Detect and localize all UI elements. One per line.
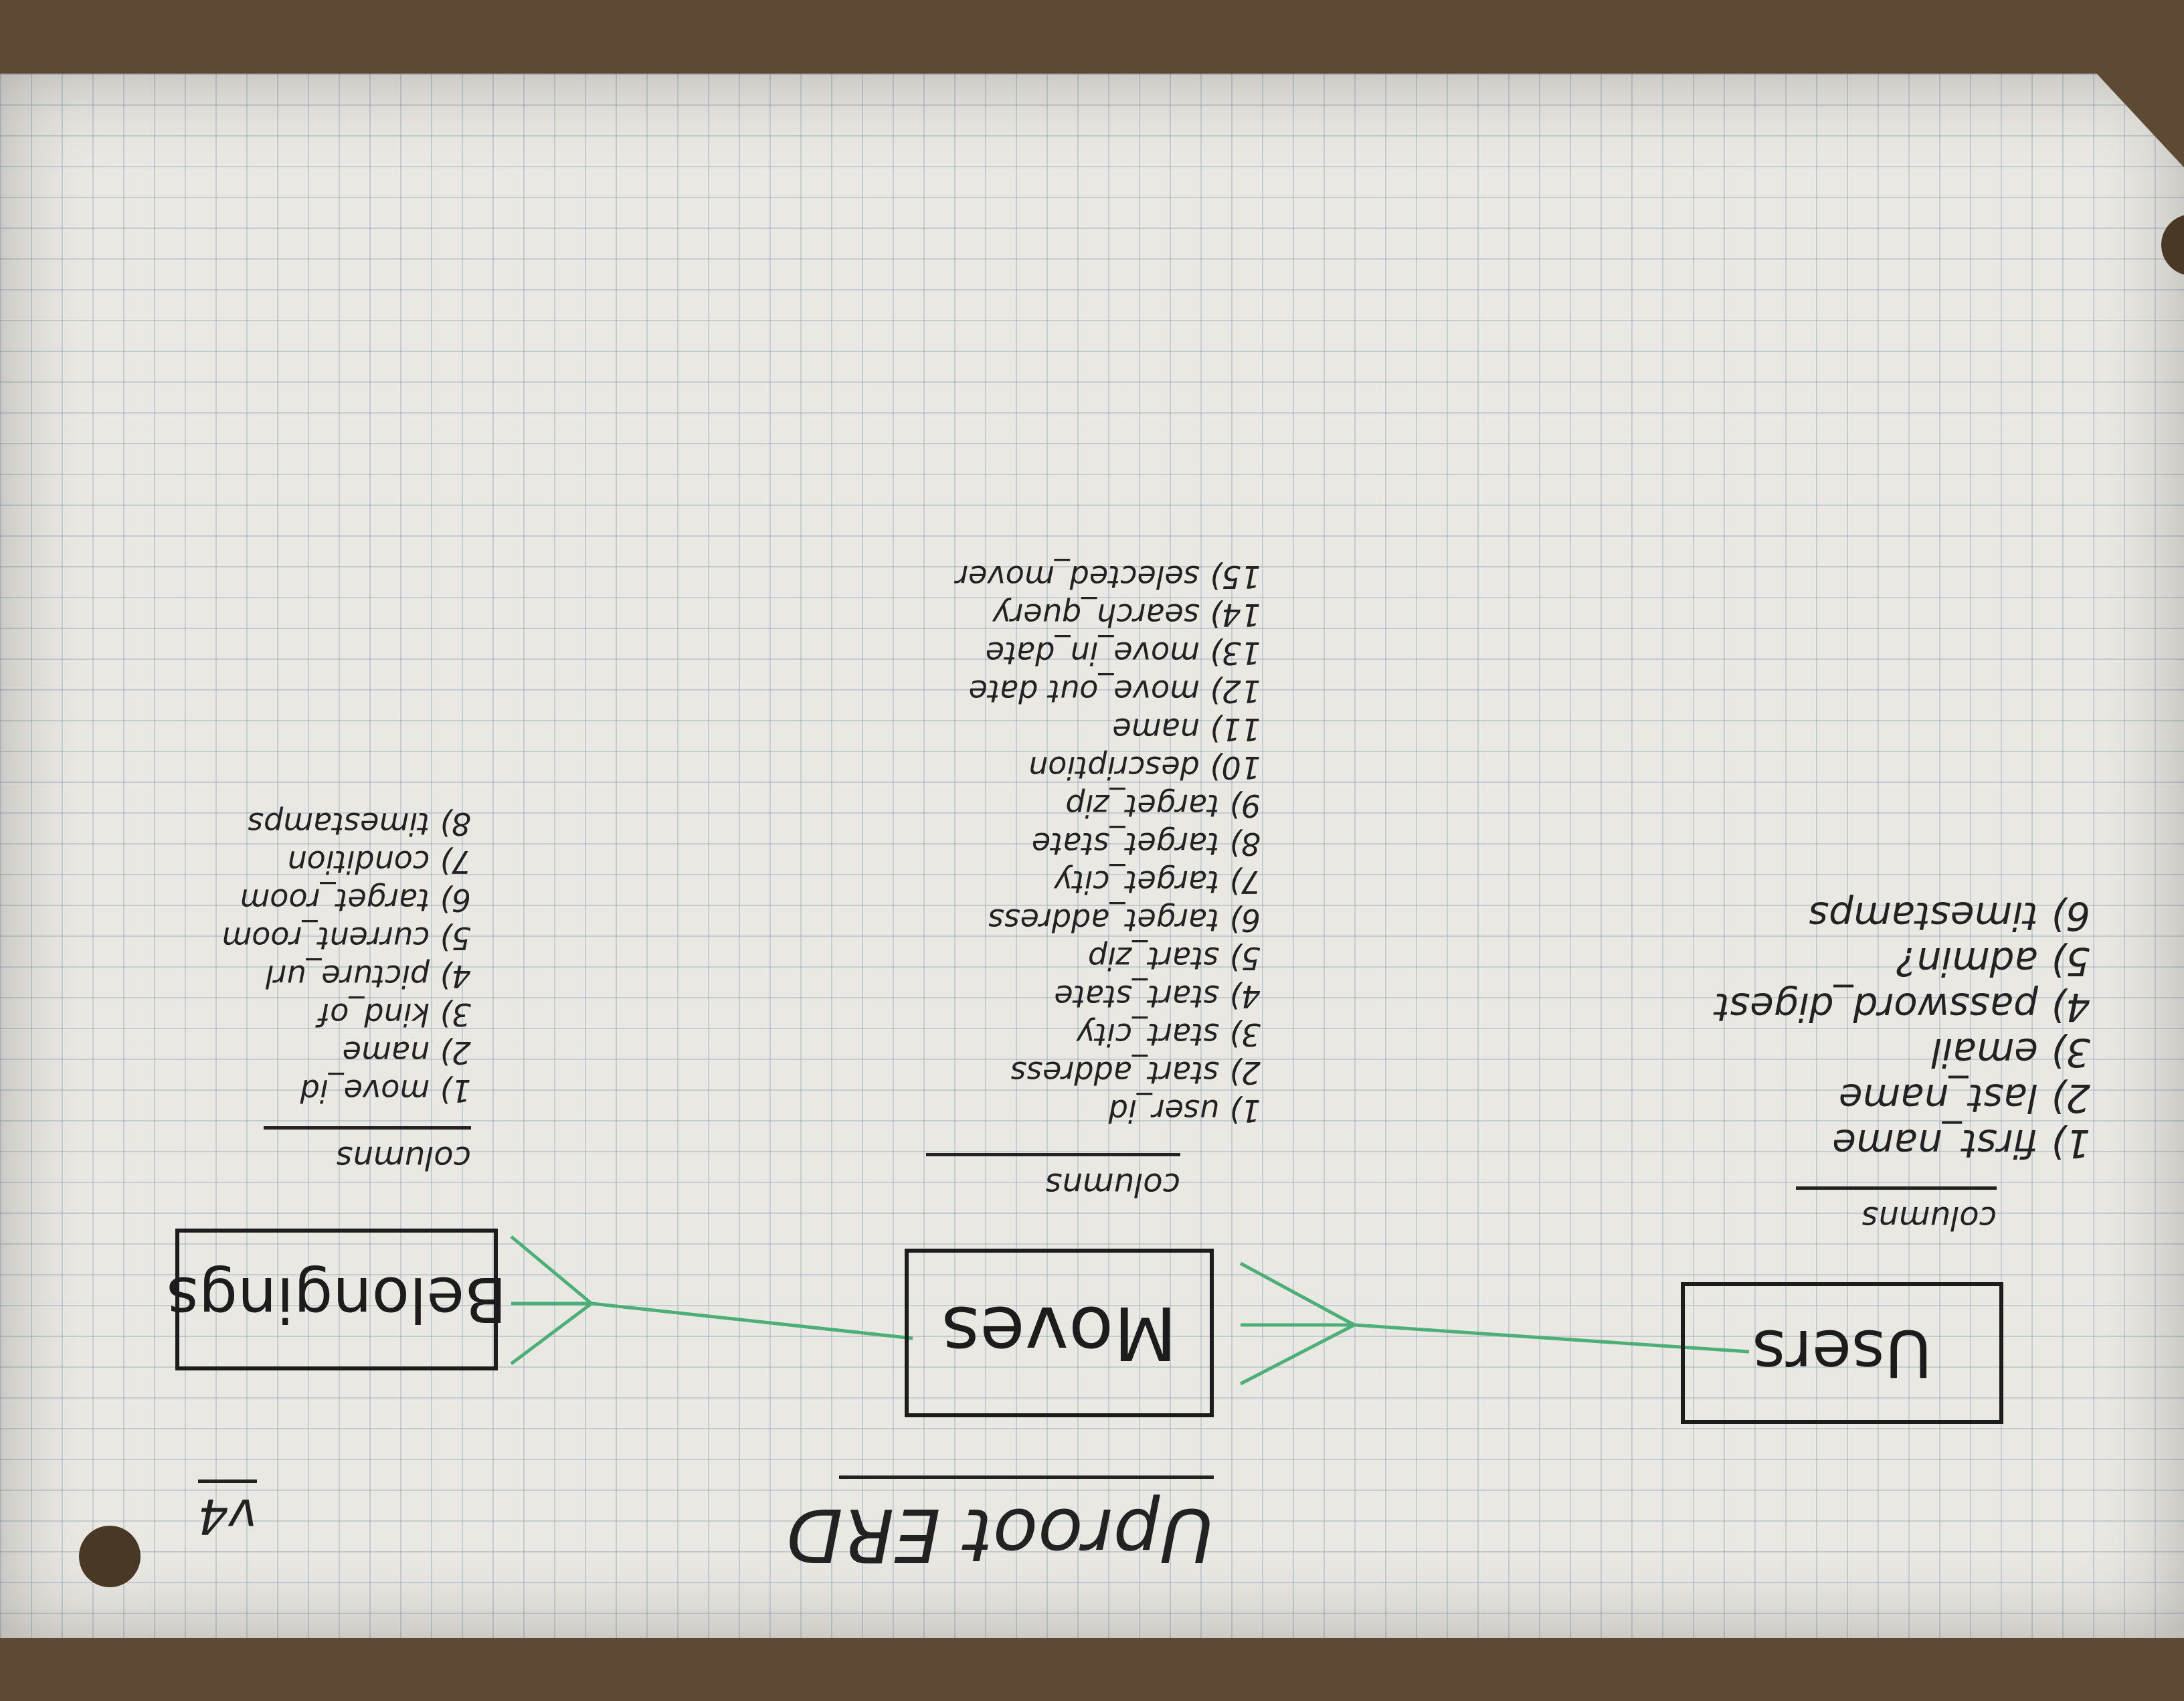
moves-columns-list: 1) user_id 2) start_address 3) start_cit… bbox=[955, 557, 1261, 1130]
users-column: 6) timestamps bbox=[1808, 893, 2090, 939]
belongings-column: 6) target_room bbox=[240, 882, 471, 918]
moves-column: 5) start_zip bbox=[1087, 940, 1261, 976]
moves-columns-header: columns bbox=[926, 1153, 1180, 1203]
belongings-column: 8) timestamps bbox=[248, 806, 471, 842]
users-columns-list: 1) first_name 2) last_name 3) email 4) p… bbox=[1714, 893, 2090, 1166]
entity-name-belongings: Belongings bbox=[166, 1263, 507, 1336]
moves-column: 11) name bbox=[1112, 711, 1261, 747]
moves-column: 15) selected_mover bbox=[955, 559, 1261, 595]
users-moves-crowfoot-top bbox=[1239, 1323, 1356, 1386]
moves-column: 13) move_in_date bbox=[985, 635, 1261, 671]
entity-box-users[interactable]: Users bbox=[1681, 1282, 2003, 1424]
users-column: 1) first_name bbox=[1832, 1121, 2090, 1166]
belongings-column: 1) move_id bbox=[300, 1073, 471, 1109]
users-moves-crowfoot-bottom bbox=[1239, 1261, 1356, 1327]
moves-column: 6) target_address bbox=[988, 902, 1261, 938]
belongings-column: 2) name bbox=[342, 1035, 471, 1071]
moves-column: 9) target_zip bbox=[1065, 788, 1261, 824]
users-columns-header: columns bbox=[1796, 1186, 1997, 1237]
users-column: 4) password_digest bbox=[1714, 984, 2090, 1030]
belongings-columns-header: columns bbox=[264, 1126, 471, 1176]
users-column: 2) last_name bbox=[1838, 1075, 2090, 1121]
entity-box-moves[interactable]: Moves bbox=[905, 1249, 1214, 1417]
moves-belongings-line bbox=[591, 1302, 913, 1340]
moves-belongings-crowfoot-bottom bbox=[510, 1235, 593, 1305]
moves-column: 2) start_address bbox=[1010, 1055, 1261, 1091]
belongings-column: 3) kind_of bbox=[319, 996, 471, 1033]
punch-hole-bottom bbox=[970, 1639, 1032, 1701]
belongings-column: 4) picture_url bbox=[265, 958, 471, 994]
users-column: 3) email bbox=[1931, 1030, 2090, 1075]
punch-hole-top bbox=[79, 1526, 141, 1587]
moves-column: 3) start_city bbox=[1076, 1016, 1261, 1053]
version-label: v4 bbox=[197, 1480, 257, 1544]
moves-column: 4) start_state bbox=[1054, 978, 1261, 1014]
belongings-column: 7) condition bbox=[287, 844, 471, 880]
erd-diagram: Uproot ERD v4 Users columns 1) first_nam… bbox=[167, 557, 2090, 1578]
entity-name-users: Users bbox=[1752, 1316, 1932, 1391]
moves-column: 12) move_out date bbox=[968, 673, 1261, 709]
users-column: 5) admin? bbox=[1896, 939, 2090, 984]
diagram-title: Uproot ERD bbox=[786, 1475, 1214, 1578]
moves-column: 1) user_id bbox=[1108, 1093, 1261, 1129]
entity-name-moves: Moves bbox=[941, 1290, 1178, 1376]
moves-belongings-crowfoot-top bbox=[510, 1302, 593, 1365]
moves-column: 10) description bbox=[1028, 749, 1261, 786]
moves-column: 7) target_city bbox=[1054, 864, 1261, 900]
relationship-lines bbox=[510, 1235, 1750, 1386]
graph-paper-sheet bbox=[0, 74, 2184, 1638]
users-moves-line bbox=[1354, 1323, 1750, 1354]
moves-column: 14) search_query bbox=[992, 597, 1261, 633]
belongings-columns-list: 1) move_id 2) name 3) kind_of 4) picture… bbox=[221, 804, 471, 1109]
belongings-column: 5) current_room bbox=[221, 920, 471, 956]
entity-box-belongings[interactable]: Belongings bbox=[167, 1229, 507, 1370]
moves-column: 8) target_state bbox=[1031, 826, 1261, 862]
